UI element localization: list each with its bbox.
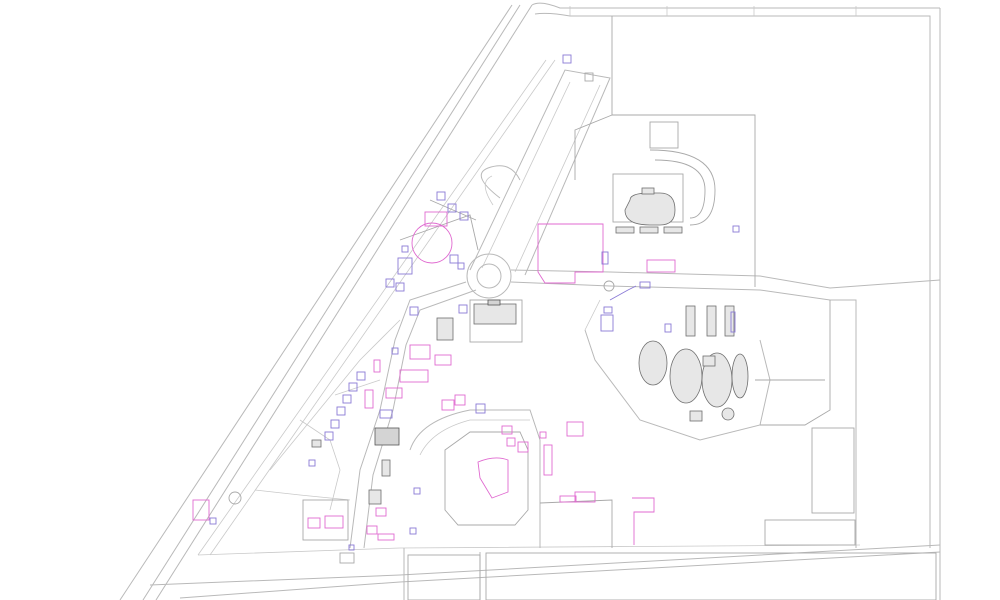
parcel-outlines	[302, 16, 937, 600]
buildings	[311, 187, 749, 505]
road-network	[119, 2, 941, 600]
highlighted-footprints	[192, 54, 740, 551]
